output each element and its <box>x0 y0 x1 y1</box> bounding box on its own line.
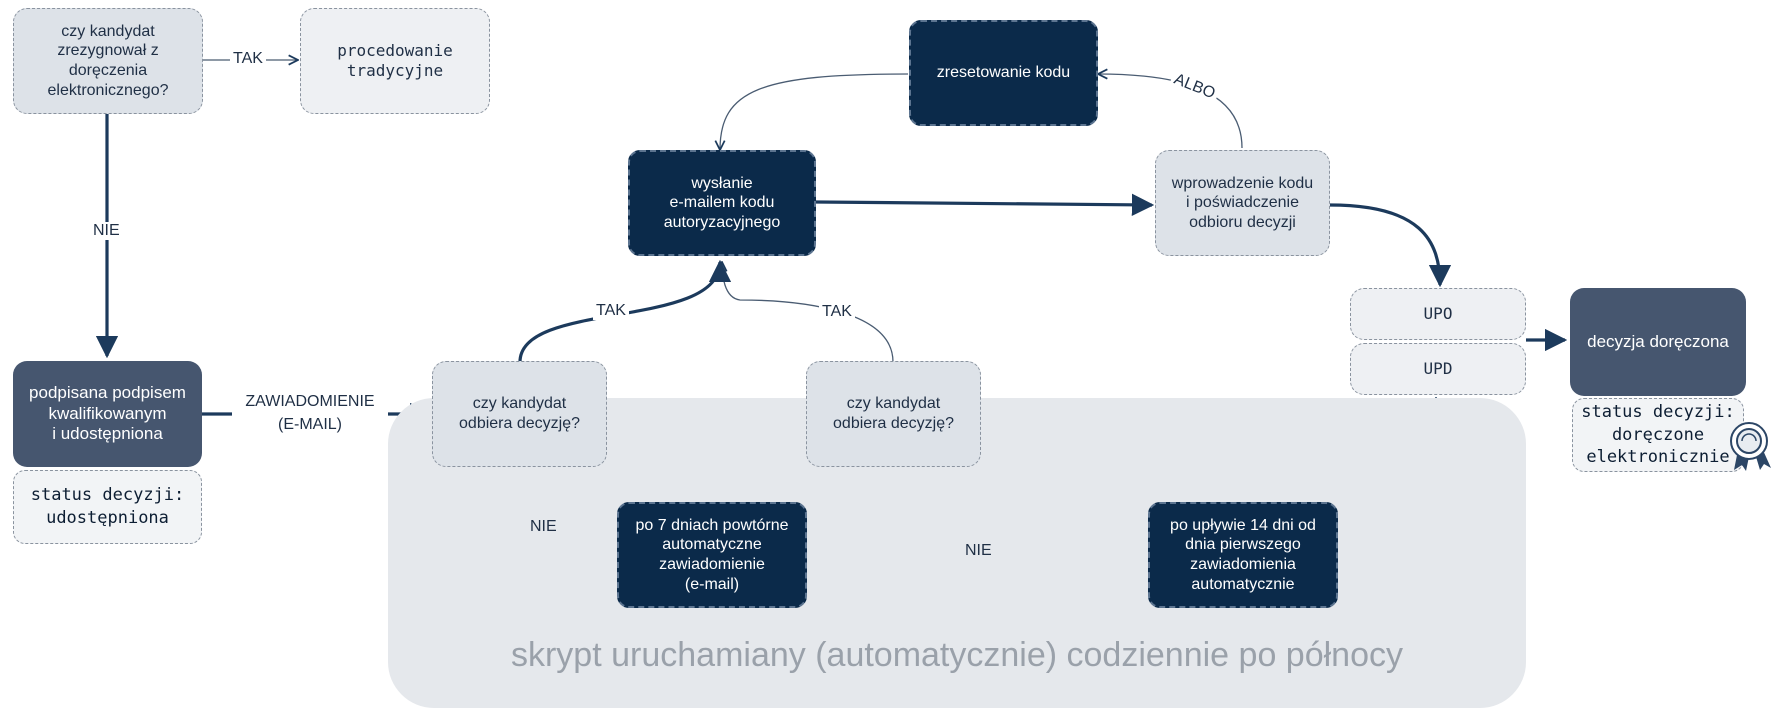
nightly-script-label: skrypt uruchamiany (automatycznie) codzi… <box>510 636 1403 674</box>
reminder-node: po 7 dniach powtórne automatyczne zawiad… <box>617 502 807 608</box>
arrow-tak-send-from-receives2 <box>722 262 894 363</box>
label-tak-resigned: TAK <box>230 50 266 68</box>
label-nie-resigned: NIE <box>90 222 123 240</box>
signed-shared-node: podpisana podpisem kwalifikowanym i udos… <box>13 361 202 467</box>
arrow-reset-send <box>720 73 909 150</box>
certificate-seal-icon <box>1730 422 1771 471</box>
arrow-enter-upo <box>1329 203 1452 288</box>
receives-decision-node-2: czy kandydat odbiera decyzję? <box>806 361 981 467</box>
resigned-decision-node: czy kandydat zrezygnował z doręczenia el… <box>13 8 203 114</box>
label-notification-email: ZAWIADOMIENIE (E-MAIL) <box>232 390 388 437</box>
traditional-procedure-node: procedowanie tradycyjne <box>300 8 490 114</box>
status-shared-badge: status decyzji: udostępniona <box>13 470 202 544</box>
reset-code-node: zresetowanie kodu <box>909 20 1098 126</box>
label-tak-1: TAK <box>593 302 629 320</box>
upo-node: UPO <box>1350 288 1526 340</box>
after-14-days-node: po upływie 14 dni od dnia pierwszego zaw… <box>1148 502 1338 608</box>
receives-decision-node-1: czy kandydat odbiera decyzję? <box>432 361 607 467</box>
label-nie-2: NIE <box>965 542 992 559</box>
status-delivered-badge: status decyzji: doręczone elektronicznie <box>1572 398 1744 472</box>
label-tak-2: TAK <box>819 303 855 321</box>
enter-code-node: wprowadzenie kodu i poświadczenie odbior… <box>1155 150 1330 256</box>
label-nie-1: NIE <box>530 518 557 535</box>
upd-node: UPD <box>1350 343 1526 395</box>
decision-delivered-node: decyzja doręczona <box>1570 288 1746 396</box>
arrow-send-enter <box>815 193 1155 217</box>
send-code-node: wysłanie e-mailem kodu autoryzacyjnego <box>628 150 816 256</box>
